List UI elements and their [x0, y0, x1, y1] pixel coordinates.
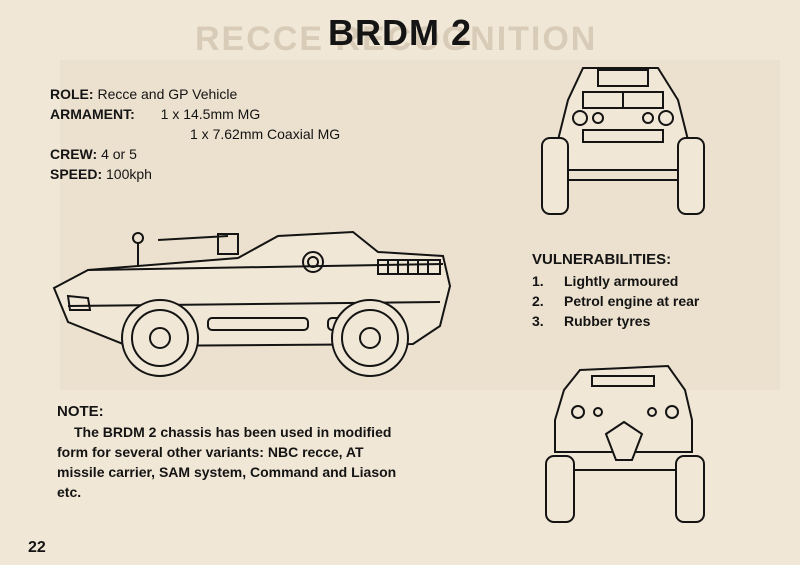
role-value: Recce and GP Vehicle	[97, 86, 238, 102]
speed-value: 100kph	[106, 166, 152, 182]
crew-row: CREW: 4 or 5	[50, 144, 340, 164]
crew-value: 4 or 5	[101, 146, 137, 162]
note-heading: NOTE:	[57, 403, 104, 420]
armament-label: ARMAMENT:	[50, 106, 135, 122]
role-label: ROLE:	[50, 86, 94, 102]
armament-row: ARMAMENT: 1 x 14.5mm MG	[50, 104, 340, 124]
note-body: The BRDM 2 chassis has been used in modi…	[57, 424, 397, 500]
speed-row: SPEED: 100kph	[50, 164, 340, 184]
vulnerabilities-block: VULNERABILITIES: 1. Lightly armoured 2. …	[532, 250, 699, 331]
page-number: 22	[28, 539, 46, 556]
vehicle-rear-view	[545, 364, 705, 523]
item-number: 1.	[532, 273, 544, 289]
armament-value-2: 1 x 7.62mm Coaxial MG	[190, 126, 341, 142]
vehicle-side-view	[52, 230, 452, 377]
crew-label: CREW:	[50, 146, 98, 162]
vehicle-front-view	[541, 67, 705, 215]
page-title: BRDM 2	[327, 12, 472, 53]
speed-label: SPEED:	[50, 166, 103, 182]
list-item: 1. Lightly armoured	[532, 271, 699, 291]
armament-value-1: 1 x 14.5mm MG	[160, 106, 261, 122]
item-text: Lightly armoured	[564, 273, 679, 289]
list-item: 3. Rubber tyres	[532, 311, 699, 331]
item-text: Rubber tyres	[564, 313, 651, 329]
specs-block: ROLE: Recce and GP Vehicle ARMAMENT: 1 x…	[50, 84, 340, 184]
vulnerabilities-heading: VULNERABILITIES:	[532, 251, 672, 268]
item-text: Petrol engine at rear	[564, 293, 700, 309]
list-item: 2. Petrol engine at rear	[532, 291, 699, 311]
item-number: 3.	[532, 313, 544, 329]
item-number: 2.	[532, 293, 544, 309]
note-block: NOTE: The BRDM 2 chassis has been used i…	[57, 402, 397, 502]
role-row: ROLE: Recce and GP Vehicle	[50, 84, 340, 104]
ghost-title: RECCE RECOGNITION	[195, 20, 598, 58]
